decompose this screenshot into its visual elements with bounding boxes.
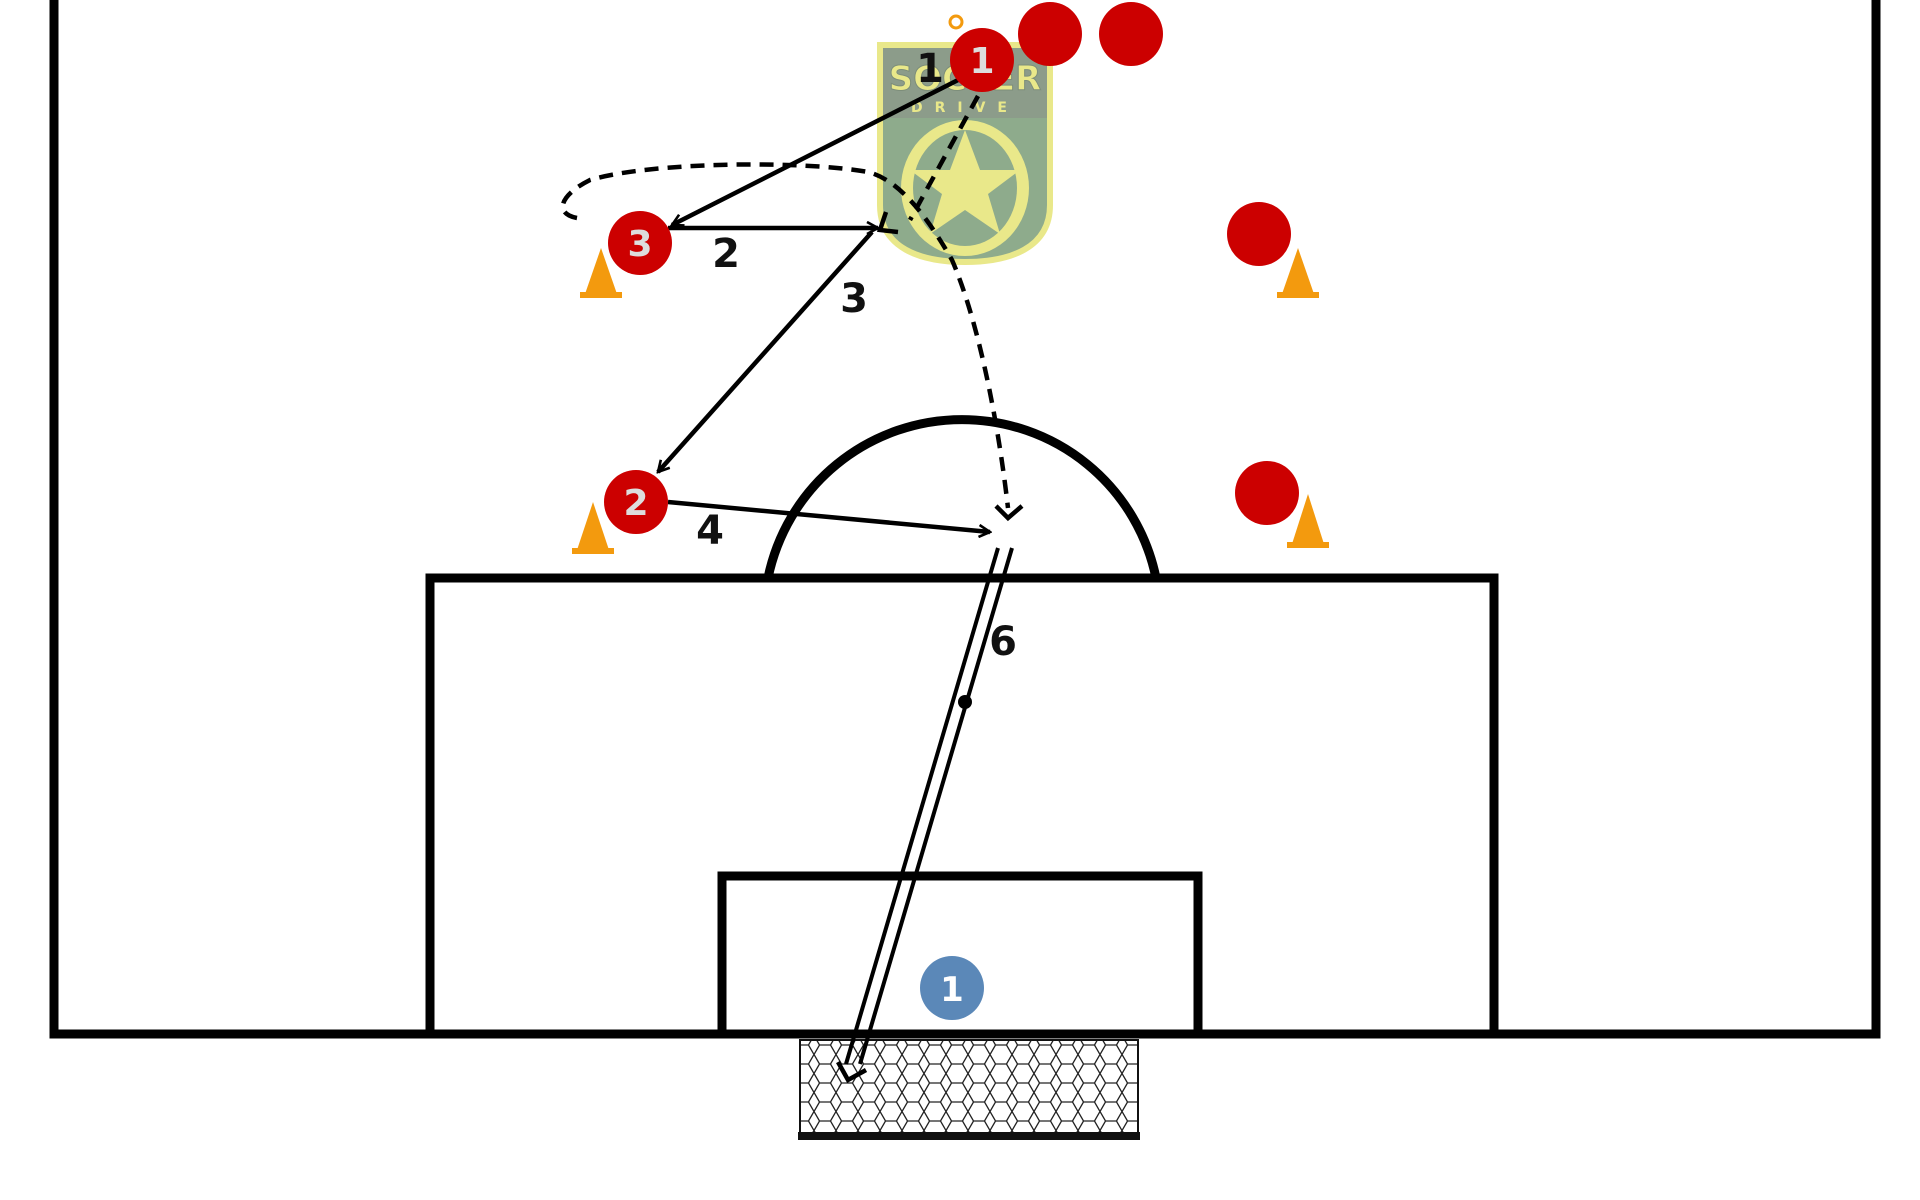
action-label-4: 4	[696, 508, 724, 554]
logo-pin-icon	[948, 14, 964, 30]
player-1: 1	[950, 28, 1014, 92]
player-waiting	[1099, 2, 1163, 66]
goal-net	[799, 1039, 1139, 1137]
player-3-circle	[608, 211, 672, 275]
waiting-players	[1018, 2, 1299, 525]
action-labels: 1 2 3 4 6	[696, 46, 1017, 665]
cone-icon	[577, 502, 609, 550]
cone-icon	[1282, 248, 1314, 294]
cone-icon	[1292, 494, 1324, 544]
pitch-markings	[49, 0, 1881, 1039]
cones	[572, 248, 1329, 554]
player-right-lower	[1235, 461, 1299, 525]
logo-star-icon	[910, 130, 1020, 234]
goalkeeper-label: 1	[940, 970, 964, 1010]
pass-4-line	[667, 499, 990, 532]
goalkeeper: 1	[920, 956, 984, 1020]
cone-base	[1287, 542, 1329, 548]
pass-3-line	[658, 230, 874, 472]
player-2: 2	[604, 470, 668, 534]
cone-base	[1277, 292, 1319, 298]
run-3-dashed	[560, 162, 1011, 509]
player-2-label: 2	[623, 483, 648, 524]
run-3-arrowhead	[994, 504, 1024, 522]
cone-base	[580, 292, 622, 298]
player-1-circle	[950, 28, 1014, 92]
penalty-arc	[763, 415, 1161, 579]
action-label-2: 2	[712, 231, 740, 277]
cone-icon	[585, 248, 617, 294]
action-label-6: 6	[989, 619, 1017, 665]
shot-arrowhead	[836, 1060, 868, 1084]
shot-line-b	[858, 547, 1014, 1065]
run-1-arrowhead	[876, 211, 899, 235]
cone-base	[572, 548, 614, 554]
action-label-3: 3	[840, 276, 868, 322]
shot-line-a	[844, 547, 1000, 1065]
shot-ball	[958, 695, 972, 709]
player-3-label: 3	[627, 224, 652, 265]
pass-1-line	[672, 75, 964, 228]
player-2-circle	[604, 470, 668, 534]
goal	[798, 1039, 1140, 1140]
player-waiting	[1018, 2, 1082, 66]
action-label-1: 1	[916, 46, 944, 92]
goal-base	[798, 1132, 1140, 1140]
goal-area	[717, 871, 1203, 1039]
run-1-dashed	[908, 94, 980, 222]
logo-word-bottom: DRIVE	[911, 100, 1019, 116]
player-right-upper	[1227, 202, 1291, 266]
action-lines	[560, 75, 1024, 532]
shot-6	[836, 547, 1014, 1084]
goalkeeper-circle	[920, 956, 984, 1020]
player-3: 3	[608, 211, 672, 275]
player-1-label: 1	[969, 41, 994, 82]
